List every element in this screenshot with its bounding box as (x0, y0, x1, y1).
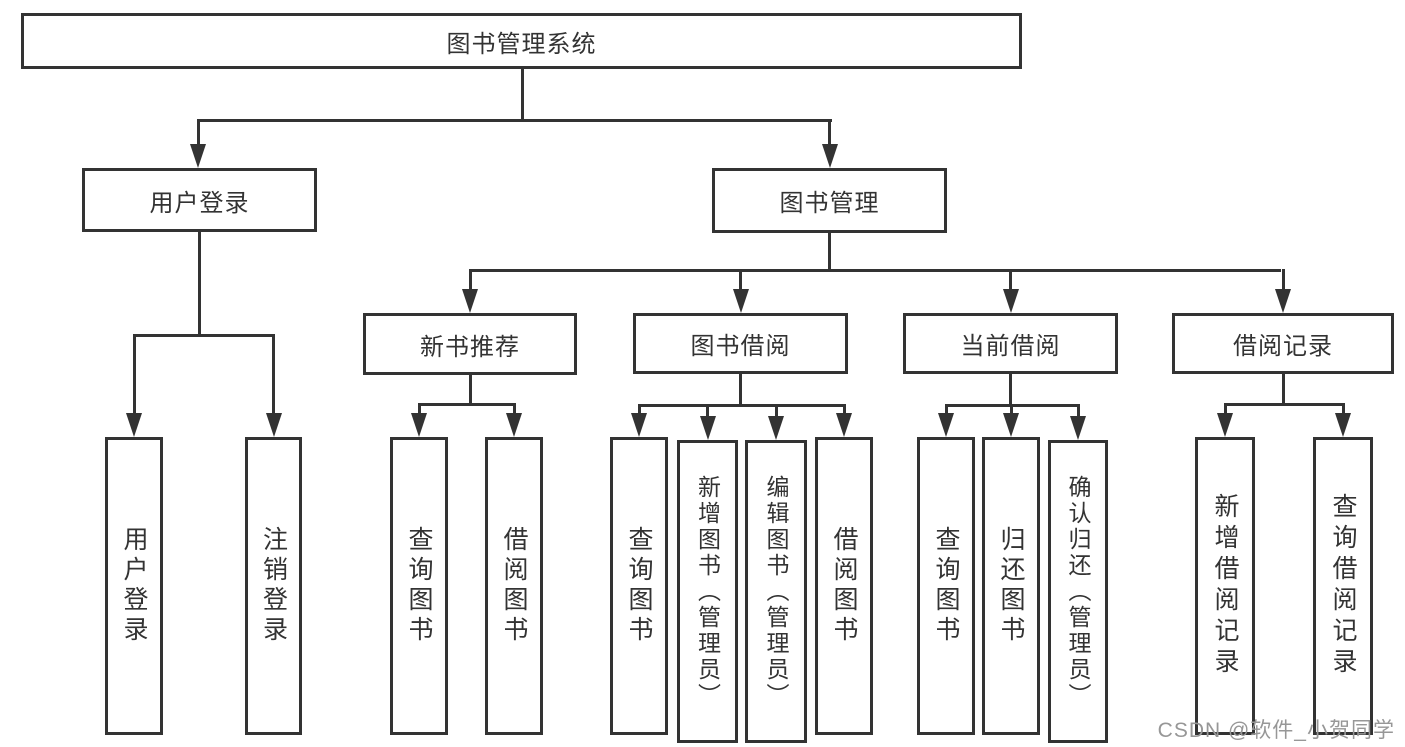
leaf-label: 编辑图书（管理员） (763, 474, 789, 709)
leaf-borrow-query-books: 查询图书 (610, 437, 668, 735)
connector-root-rail (196, 119, 832, 122)
arrow-down-icon (506, 413, 522, 437)
leaf-label: 借阅图书 (500, 526, 528, 646)
connector-drop (1009, 269, 1012, 292)
arrow-down-icon (836, 413, 852, 437)
node-user-login: 用户登录 (82, 168, 317, 232)
connector-records-rail (1223, 403, 1345, 406)
connector-userlogin-stub (198, 232, 201, 337)
leaf-add-books-admin: 新增图书（管理员） (677, 440, 738, 743)
leaf-label: 归还图书 (997, 526, 1025, 646)
connector-drop (196, 119, 200, 146)
arrow-down-icon (938, 413, 954, 437)
leaf-add-borrow-record: 新增借阅记录 (1195, 437, 1255, 735)
connector-drop (1009, 404, 1013, 415)
leaf-newbook-query-books: 查询图书 (390, 437, 448, 735)
leaf-borrow-books: 借阅图书 (815, 437, 873, 735)
leaf-confirm-return-admin: 确认归还（管理员） (1048, 440, 1108, 743)
connector-bookborrow-stub (739, 374, 742, 407)
connector-drop (706, 404, 709, 418)
leaf-label: 用户登录 (120, 526, 148, 646)
arrow-down-icon (265, 413, 282, 437)
arrow-down-icon (821, 144, 838, 168)
arrow-down-icon (1003, 413, 1019, 437)
connector-bookmgmt-rail (468, 269, 1281, 272)
node-root: 图书管理系统 (21, 13, 1022, 69)
arrow-down-icon (1002, 289, 1019, 313)
arrow-down-icon (462, 289, 478, 313)
leaf-label: 确认归还（管理员） (1065, 474, 1091, 709)
node-book-management: 图书管理 (712, 168, 947, 233)
connector-drop (1076, 404, 1080, 418)
node-borrow-records: 借阅记录 (1172, 313, 1394, 374)
node-new-book-recommend: 新书推荐 (363, 313, 577, 375)
leaf-logout: 注销登录 (245, 437, 302, 735)
leaf-label: 注销登录 (259, 526, 288, 646)
arrow-down-icon (190, 144, 206, 168)
leaf-query-borrow-record: 查询借阅记录 (1313, 437, 1373, 735)
arrow-down-icon (1335, 413, 1351, 437)
connector-newbook-rail (417, 403, 516, 406)
leaf-return-books: 归还图书 (982, 437, 1040, 735)
connector-currentborrow-stub (1009, 374, 1012, 407)
leaf-newbook-borrow-books: 借阅图书 (485, 437, 543, 735)
connector-drop (512, 403, 516, 415)
connector-userlogin-rail (132, 334, 275, 337)
node-current-borrow: 当前借阅 (903, 313, 1118, 374)
connector-records-stub (1281, 374, 1285, 406)
arrow-down-icon (1070, 416, 1086, 440)
connector-drop (417, 403, 421, 415)
leaf-edit-books-admin: 编辑图书（管理员） (745, 440, 807, 743)
arrow-down-icon (411, 413, 427, 437)
leaf-label: 查询图书 (932, 526, 960, 646)
connector-drop (774, 404, 778, 418)
arrow-down-icon (1275, 289, 1291, 313)
arrow-down-icon (126, 413, 142, 437)
connector-drop (944, 404, 948, 415)
node-book-borrow: 图书借阅 (633, 313, 848, 374)
connector-drop (1341, 403, 1345, 415)
connector-drop (637, 404, 641, 415)
connector-bookmgmt-stub (828, 233, 831, 272)
connector-root-stub (520, 69, 524, 122)
connector-drop (132, 334, 136, 415)
leaf-label: 查询借阅记录 (1329, 493, 1357, 679)
leaf-label: 新增借阅记录 (1211, 493, 1239, 679)
connector-drop (1281, 269, 1285, 292)
arrow-down-icon (699, 416, 716, 440)
connector-drop (739, 269, 742, 292)
arrow-down-icon (1217, 413, 1233, 437)
csdn-watermark: CSDN @软件_小贺同学 (1157, 719, 1395, 742)
arrow-down-icon (631, 413, 647, 437)
leaf-label: 查询图书 (405, 526, 433, 646)
connector-drop (468, 269, 472, 292)
arrow-down-icon (732, 289, 749, 313)
leaf-label: 新增图书（管理员） (694, 474, 721, 709)
connector-drop (842, 404, 846, 415)
leaf-label: 借阅图书 (830, 526, 858, 646)
connector-drop (828, 119, 831, 146)
connector-bookborrow-rail (637, 404, 846, 407)
connector-drop (272, 334, 275, 415)
leaf-label: 查询图书 (625, 526, 653, 646)
connector-newbook-stub (468, 375, 472, 406)
leaf-current-query-books: 查询图书 (917, 437, 975, 735)
connector-drop (1223, 403, 1227, 415)
arrow-down-icon (768, 416, 784, 440)
leaf-user-login: 用户登录 (105, 437, 163, 735)
